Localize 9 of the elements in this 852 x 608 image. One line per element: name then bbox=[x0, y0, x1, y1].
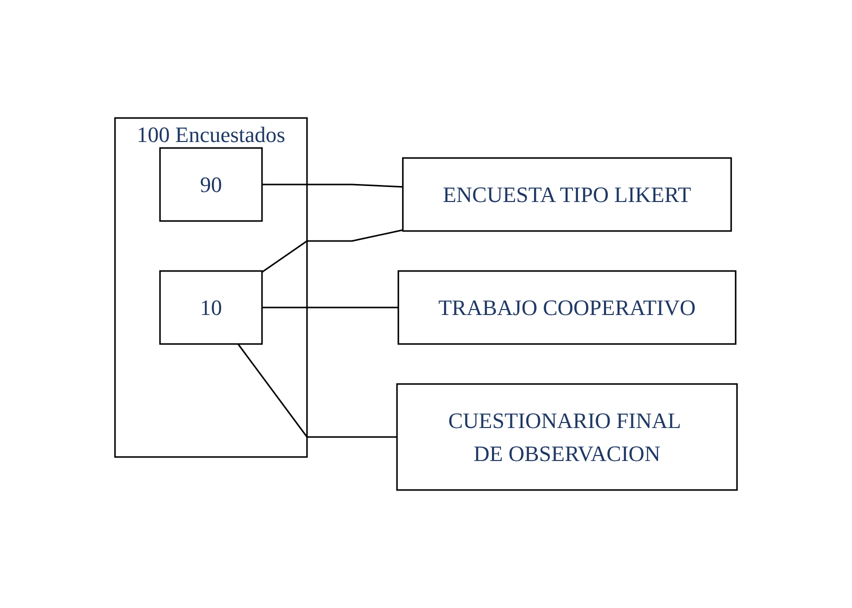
connector bbox=[262, 229, 403, 273]
node-box: CUESTIONARIO FINAL DE OBSERVACION bbox=[396, 383, 738, 491]
connector bbox=[237, 344, 397, 438]
node-box: TRABAJO COOPERATIVO bbox=[398, 270, 736, 345]
node-box: ENCUESTA TIPO LIKERT bbox=[402, 157, 732, 232]
connector bbox=[262, 184, 403, 188]
node-box: 90 bbox=[159, 147, 263, 222]
connector bbox=[262, 306, 398, 308]
node-box: 10 bbox=[159, 270, 263, 345]
